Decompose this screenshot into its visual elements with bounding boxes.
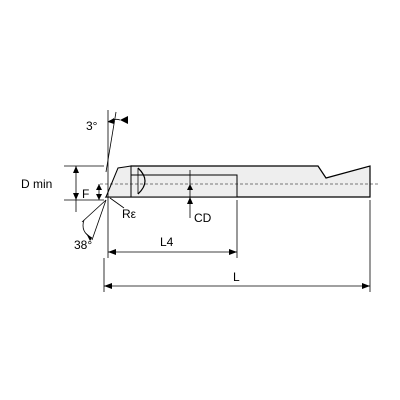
l-arrow-left	[104, 283, 112, 289]
angle-38-arrow	[86, 233, 92, 241]
flute-radius	[137, 167, 146, 195]
angle-38-line-b	[91, 199, 107, 241]
angle-38-label: 38°	[74, 238, 92, 252]
cd-label: CD	[194, 211, 212, 225]
re-leader	[109, 197, 125, 209]
l4-arrow-right	[229, 249, 237, 255]
arrow-top-right	[120, 116, 128, 124]
l-arrow-right	[362, 283, 370, 289]
re-label: Rε	[122, 207, 137, 221]
f-label: F	[82, 187, 89, 201]
angle-38-line-a	[81, 199, 107, 223]
l-label: L	[233, 270, 240, 284]
d-min-arrow-top	[73, 166, 79, 173]
angle-3-label: 3°	[86, 119, 98, 133]
neck-section	[130, 174, 238, 198]
l4-arrow-left	[108, 249, 116, 255]
cutting-tip	[105, 165, 132, 198]
d-min-arrow-bottom	[73, 193, 79, 200]
f-arrow-bottom	[96, 194, 102, 200]
arrow-top-left	[108, 118, 114, 124]
d-min-label: D min	[21, 177, 52, 191]
f-arrow-top	[96, 184, 102, 190]
cd-arrow-bottom	[187, 197, 193, 204]
cd-arrow-top	[187, 184, 193, 190]
l4-label: L4	[160, 235, 174, 249]
